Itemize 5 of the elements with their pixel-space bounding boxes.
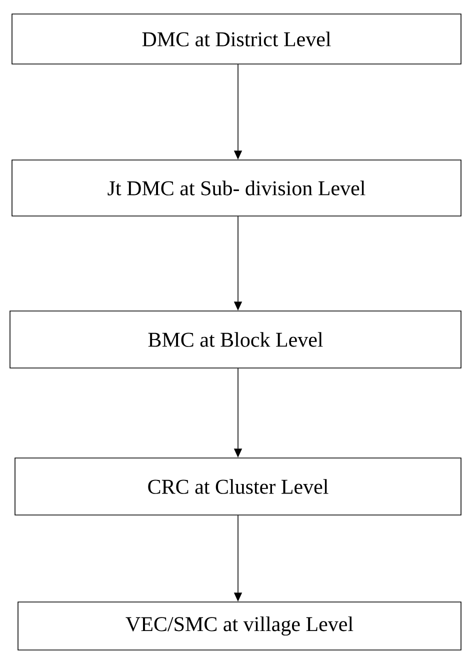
level-box: DMC at District Level [12,14,462,64]
level-box: CRC at Cluster Level [14,458,462,516]
level-box: VEC/SMC at village Level [18,602,462,650]
level-box: BMC at Block Level [10,310,462,368]
level-box: Jt DMC at Sub- division Level [12,160,462,216]
